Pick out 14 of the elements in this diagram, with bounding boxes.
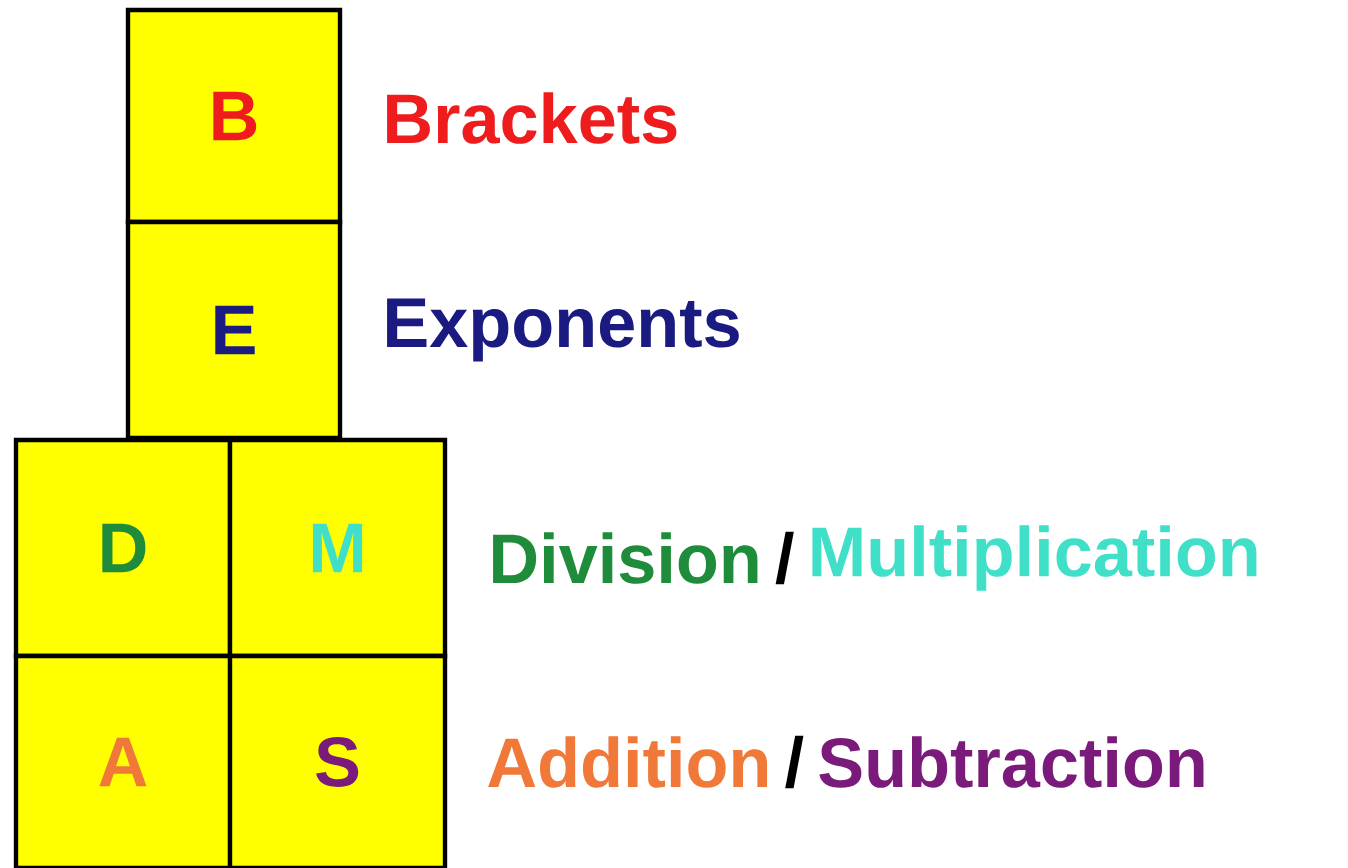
letter-box: E xyxy=(125,219,343,441)
term-label: Exponents xyxy=(387,298,739,362)
term-label: Addition xyxy=(488,736,768,788)
letter-box: D xyxy=(13,437,233,659)
separator-slash: / xyxy=(775,531,794,585)
term-label: Brackets xyxy=(387,92,677,144)
separator-slash: / xyxy=(785,735,804,789)
term-label: Subtraction xyxy=(819,736,1204,788)
term-label: Multiplication xyxy=(812,525,1257,591)
term-label: Division xyxy=(493,532,758,584)
letter-box: B xyxy=(125,7,343,225)
letter-box: S xyxy=(227,653,448,868)
letter-box: A xyxy=(13,653,233,868)
letter-box: M xyxy=(227,437,448,659)
